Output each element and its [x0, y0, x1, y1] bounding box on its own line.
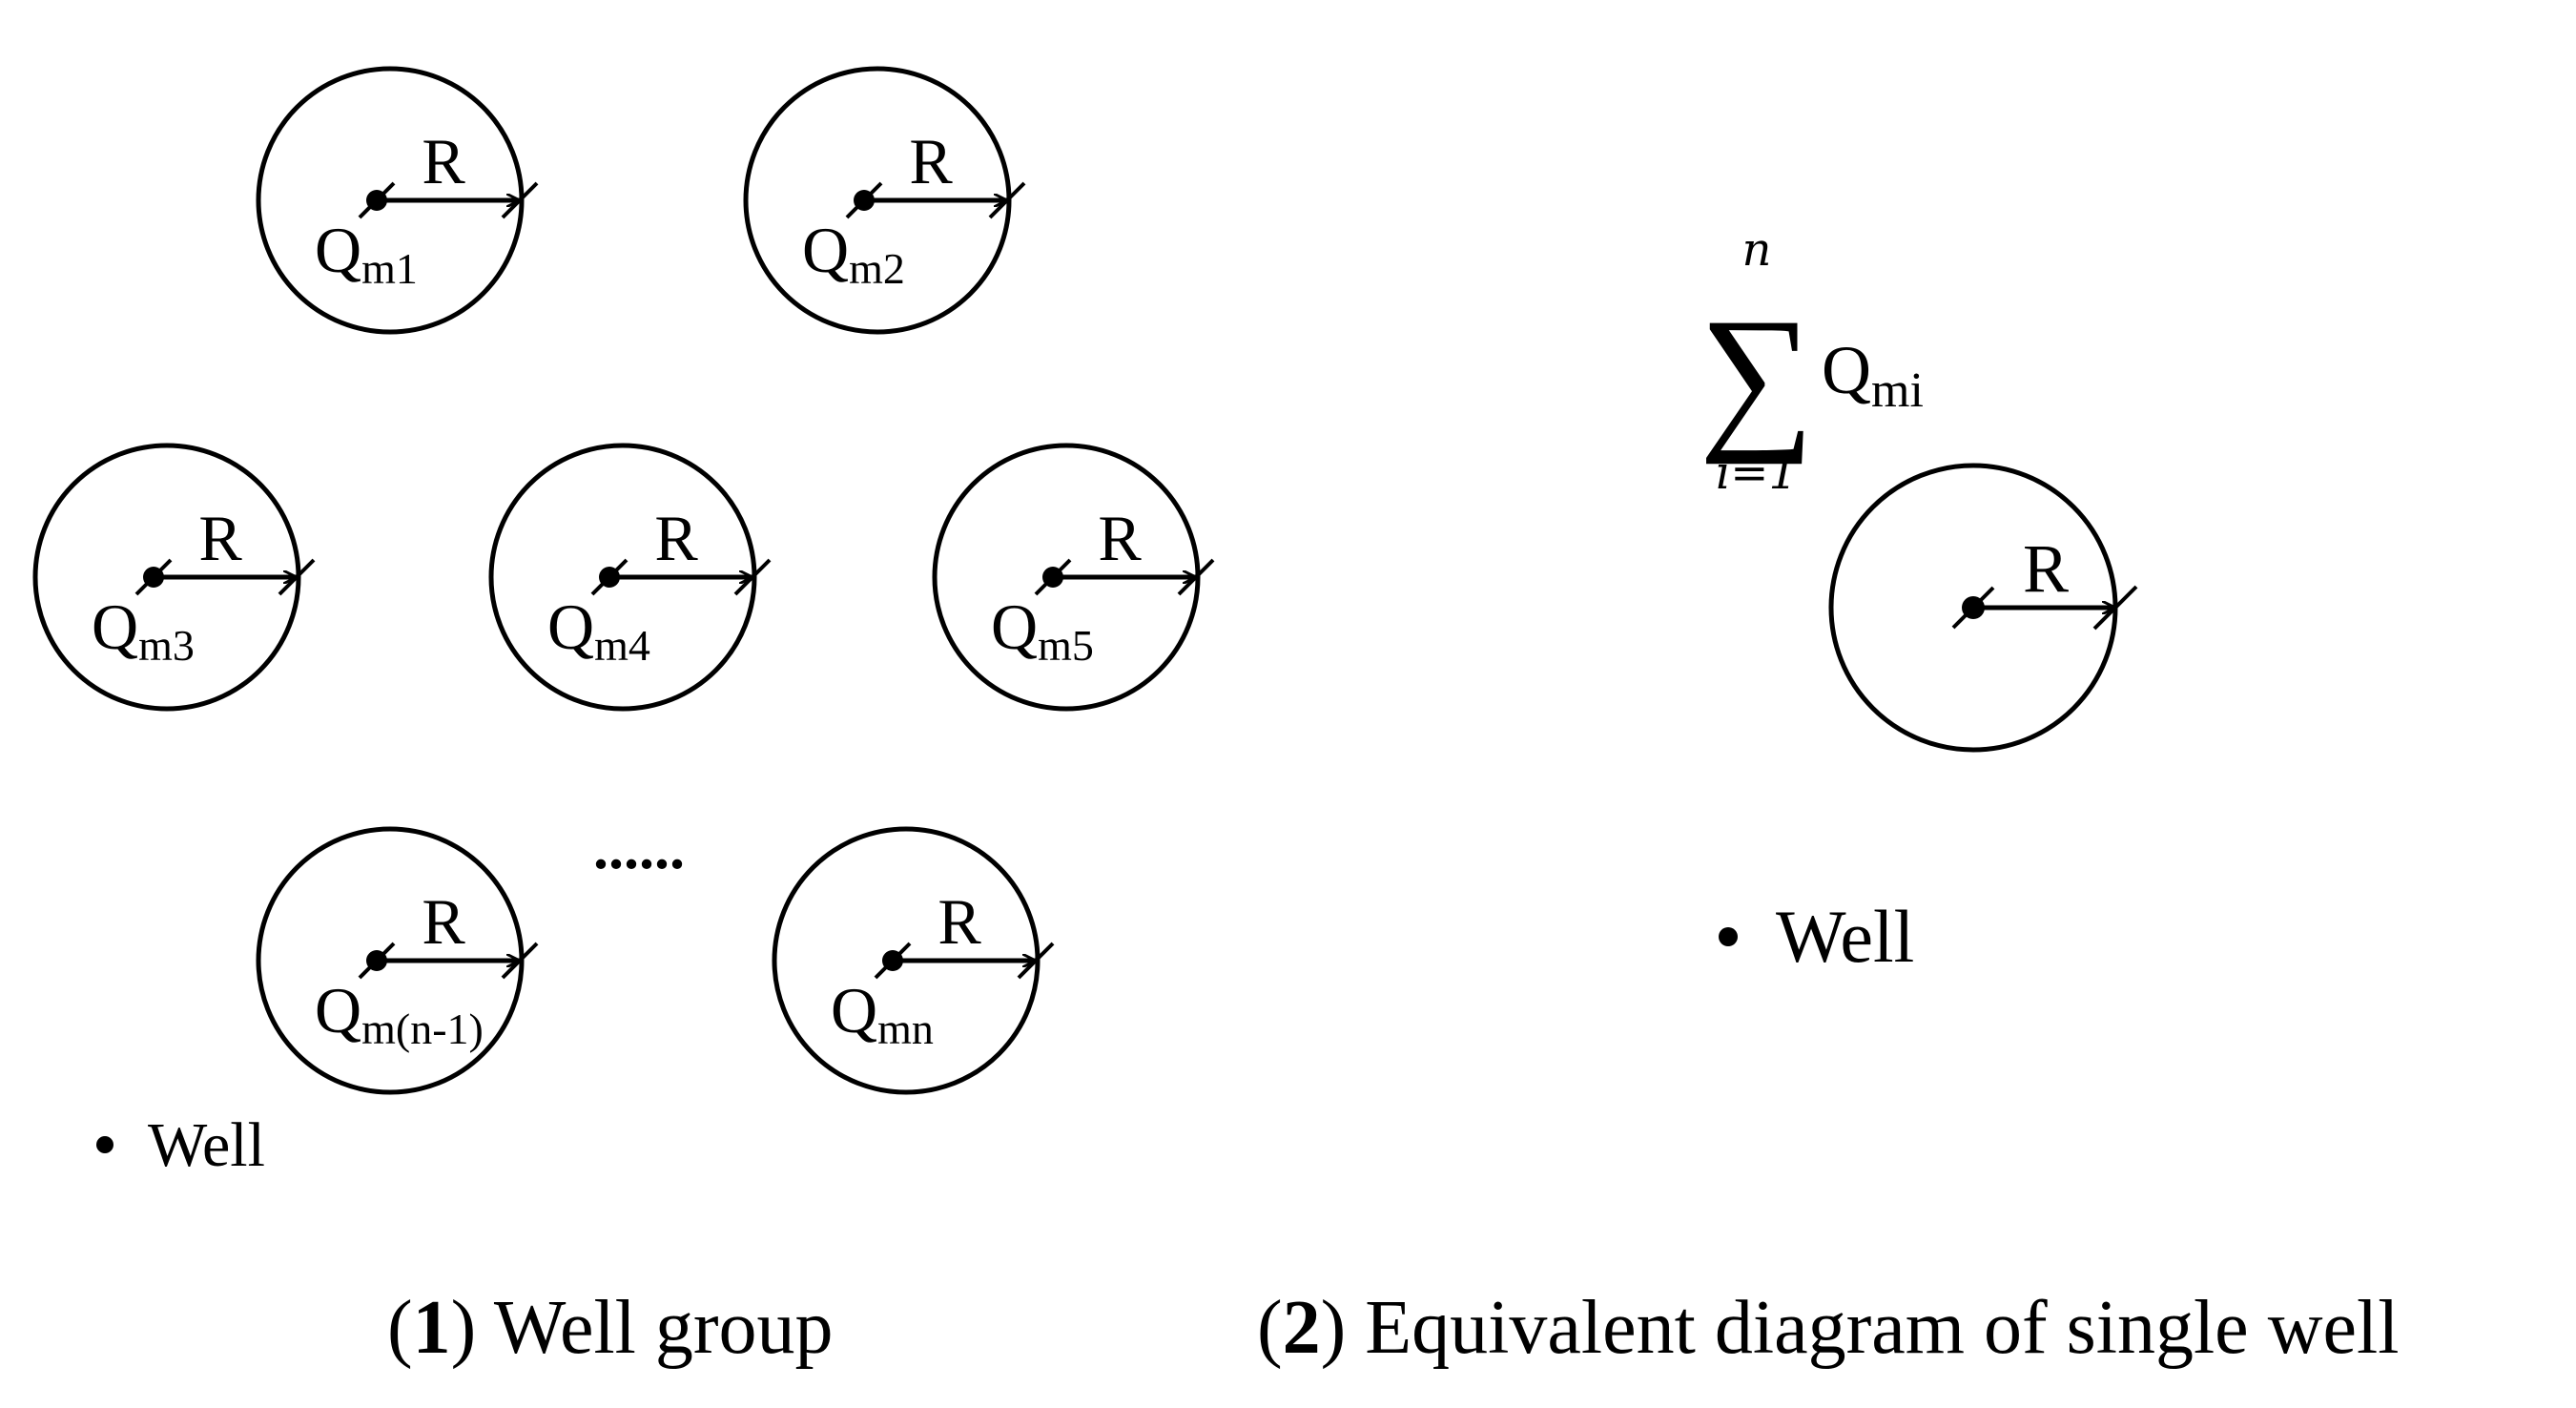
well-n-dot	[882, 950, 903, 971]
caption-left-number: 1	[413, 1286, 451, 1370]
caption-right: (2) Equivalent diagram of single well	[1257, 1286, 2399, 1370]
legend-well-label: Well	[148, 1110, 265, 1180]
well-n-flow-label: Qmn	[831, 974, 934, 1053]
caption-left: (1) Well group	[387, 1286, 834, 1370]
well-3-dot	[143, 567, 164, 588]
well-n-1-radius-label: R	[422, 885, 465, 958]
equivalent-radius-label: R	[2023, 530, 2069, 607]
well-n-1-edge-tick	[501, 942, 539, 980]
well-2-edge-tick	[988, 181, 1026, 219]
well-5-edge-tick	[1177, 558, 1215, 596]
legend-well-label-right: Well	[1776, 895, 1914, 978]
equivalent-q-label: Qmi	[1822, 332, 1924, 418]
caption-left-text: Well group	[476, 1286, 833, 1370]
well-n-radius-label: R	[938, 885, 981, 958]
well-1-dot	[366, 190, 387, 211]
well-5-flow-label: Qm5	[991, 590, 1094, 670]
well-2-flow-label: Qm2	[802, 214, 905, 293]
equivalent-q-sub: mi	[1871, 363, 1924, 418]
well-1-edge-tick	[501, 181, 539, 219]
well-3-edge-tick	[278, 558, 316, 596]
ellipsis: ......	[593, 814, 685, 881]
well-4-flow-label: Qm4	[547, 590, 650, 670]
sum-upper-limit: n	[1742, 223, 1772, 277]
legend-well-dot	[96, 1136, 113, 1153]
well-n-1-dot	[366, 950, 387, 971]
well-5-dot	[1042, 567, 1063, 588]
well-n-1-flow-label: Qm(n-1)	[315, 974, 484, 1053]
well-5-radius-label: R	[1098, 502, 1142, 574]
well-n-1: R Qm(n-1)	[256, 826, 539, 1095]
well-4-dot	[599, 567, 620, 588]
sum-symbol: ∑	[1699, 285, 1814, 465]
well-2-radius-label: R	[909, 125, 953, 197]
well-4-radius-label: R	[654, 502, 698, 574]
well-1-radius-label: R	[422, 125, 465, 197]
well-2-dot	[854, 190, 875, 211]
equivalent-well-dot	[1962, 596, 1985, 619]
well-1-flow-label: Qm1	[315, 214, 418, 293]
equivalent-well: n ∑ i=1 Qmi R	[1699, 223, 2138, 753]
caption-right-text: Equivalent diagram of single well	[1346, 1286, 2399, 1370]
legend-well-dot-right	[1719, 927, 1738, 946]
equivalent-edge-tick	[2092, 585, 2138, 631]
sum-lower-limit: i=1	[1716, 446, 1798, 500]
well-n-edge-tick	[1017, 942, 1055, 980]
well-4-edge-tick	[733, 558, 772, 596]
equivalent-q-main: Q	[1822, 332, 1871, 408]
well-3-radius-label: R	[198, 502, 242, 574]
caption-right-number: 2	[1283, 1286, 1321, 1370]
well-3-flow-label: Qm3	[92, 590, 195, 670]
